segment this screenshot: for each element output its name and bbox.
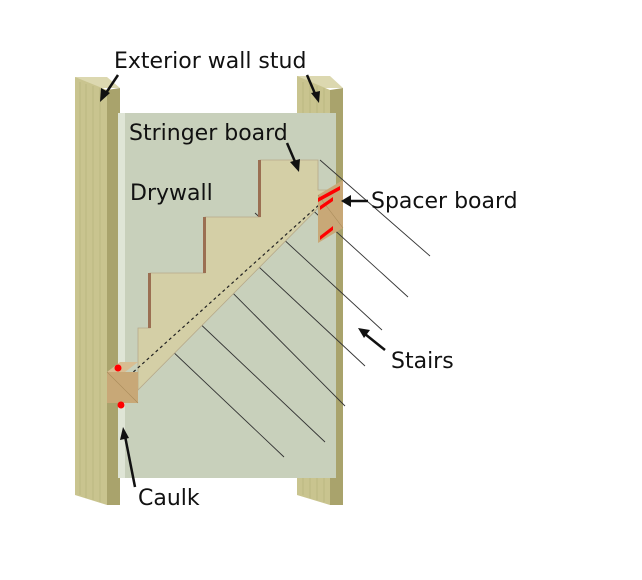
arrow-to-stairs: [358, 328, 386, 351]
caulk-beads: [114, 186, 340, 409]
stringer-riser-edges: [148, 160, 261, 328]
caulk-dot-top-left: [114, 364, 122, 372]
bottom-spacer-top: [107, 362, 138, 372]
caulk-dot-bottom-left: [117, 401, 125, 409]
caulk-bead-top-right-1: [318, 186, 340, 202]
label-exterior-wall-stud: Exterior wall stud: [114, 49, 306, 74]
left-wall-stud: [75, 77, 120, 505]
arrow-to-spacer: [341, 195, 368, 207]
caulk-bead-top-right-2: [320, 197, 333, 210]
stringer-board: [119, 159, 341, 391]
label-stairs: Stairs: [391, 349, 454, 374]
left-stud-grain: [79, 82, 101, 502]
callout-arrows: [100, 74, 386, 488]
stair-line-7: [319, 159, 431, 257]
label-caulk: Caulk: [138, 486, 200, 511]
stringer-hidden-edge: [119, 185, 341, 385]
label-spacer-board: Spacer board: [371, 189, 518, 214]
left-stud-face: [75, 77, 107, 505]
bottom-spacer-block: [106, 362, 139, 404]
arrow-to-caulk: [120, 427, 137, 488]
arrow-to-stringer: [285, 142, 300, 172]
label-stringer-board: Stringer board: [129, 121, 288, 146]
caulk-bead-top-right-3: [320, 226, 333, 240]
drywall-edge: [118, 113, 126, 478]
arrow-to-right-stud: [305, 74, 320, 103]
label-drywall: Drywall: [130, 181, 213, 206]
arrow-to-left-stud: [100, 74, 120, 102]
